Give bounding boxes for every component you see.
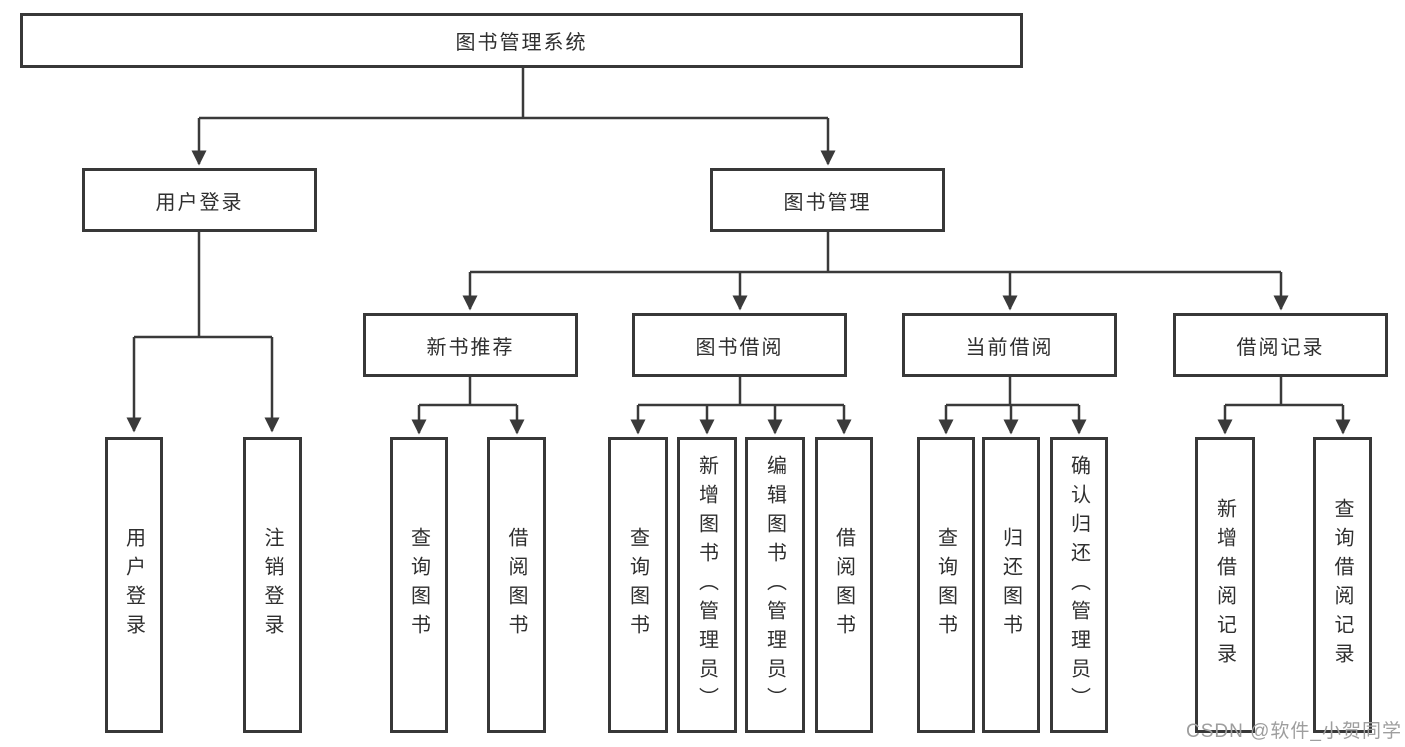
node-leaf-confirm-return: 确认归还（管理员） — [1050, 437, 1108, 733]
node-leaf-return-book: 归还图书 — [982, 437, 1040, 733]
node-borrow-records: 借阅记录 — [1173, 313, 1388, 377]
node-leaf-borrow-book-1: 借阅图书 — [487, 437, 546, 733]
node-new-book-recommend: 新书推荐 — [363, 313, 578, 377]
node-leaf-add-book: 新增图书（管理员） — [677, 437, 737, 733]
csdn-watermark: CSDN @软件_小贺同学 — [1186, 721, 1402, 742]
node-leaf-add-borrow-record: 新增借阅记录 — [1195, 437, 1255, 733]
node-user-login: 用户登录 — [82, 168, 317, 232]
node-leaf-query-borrow-record: 查询借阅记录 — [1313, 437, 1372, 733]
node-leaf-logout: 注销登录 — [243, 437, 302, 733]
node-leaf-query-book-2: 查询图书 — [608, 437, 668, 733]
node-leaf-edit-book: 编辑图书（管理员） — [745, 437, 805, 733]
node-leaf-borrow-book-2: 借阅图书 — [815, 437, 873, 733]
node-leaf-query-book-3: 查询图书 — [917, 437, 975, 733]
node-book-borrow: 图书借阅 — [632, 313, 847, 377]
node-current-borrow: 当前借阅 — [902, 313, 1117, 377]
node-leaf-query-book-1: 查询图书 — [390, 437, 448, 733]
node-library-management-system: 图书管理系统 — [20, 13, 1023, 68]
node-book-management: 图书管理 — [710, 168, 945, 232]
node-leaf-user-login: 用户登录 — [105, 437, 163, 733]
